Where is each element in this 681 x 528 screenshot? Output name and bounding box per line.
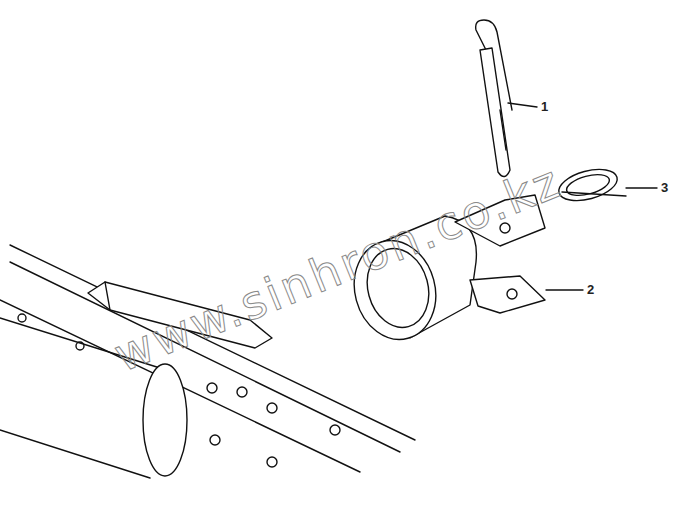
hole — [507, 289, 517, 299]
leader-line — [508, 103, 537, 107]
tube-edge — [0, 430, 150, 478]
callout-number: 1 — [541, 100, 548, 113]
hole — [210, 435, 220, 445]
leader-line — [626, 187, 657, 188]
watermark: www.sinhron.co.kz — [108, 157, 568, 378]
leader-line — [546, 289, 583, 290]
hole — [207, 383, 217, 393]
hole — [330, 425, 340, 435]
clip-wire — [562, 192, 626, 196]
tube-end — [143, 364, 187, 476]
hole — [76, 342, 84, 350]
hole — [267, 403, 277, 413]
plate-edge — [105, 282, 110, 310]
pin-slot — [500, 110, 506, 150]
hole — [237, 387, 247, 397]
pin-shaft — [480, 48, 510, 177]
hole — [267, 457, 277, 467]
callout-number: 2 — [587, 283, 594, 296]
callout-number: 3 — [661, 181, 668, 194]
clevis-ear — [470, 276, 545, 313]
hole — [18, 314, 26, 322]
